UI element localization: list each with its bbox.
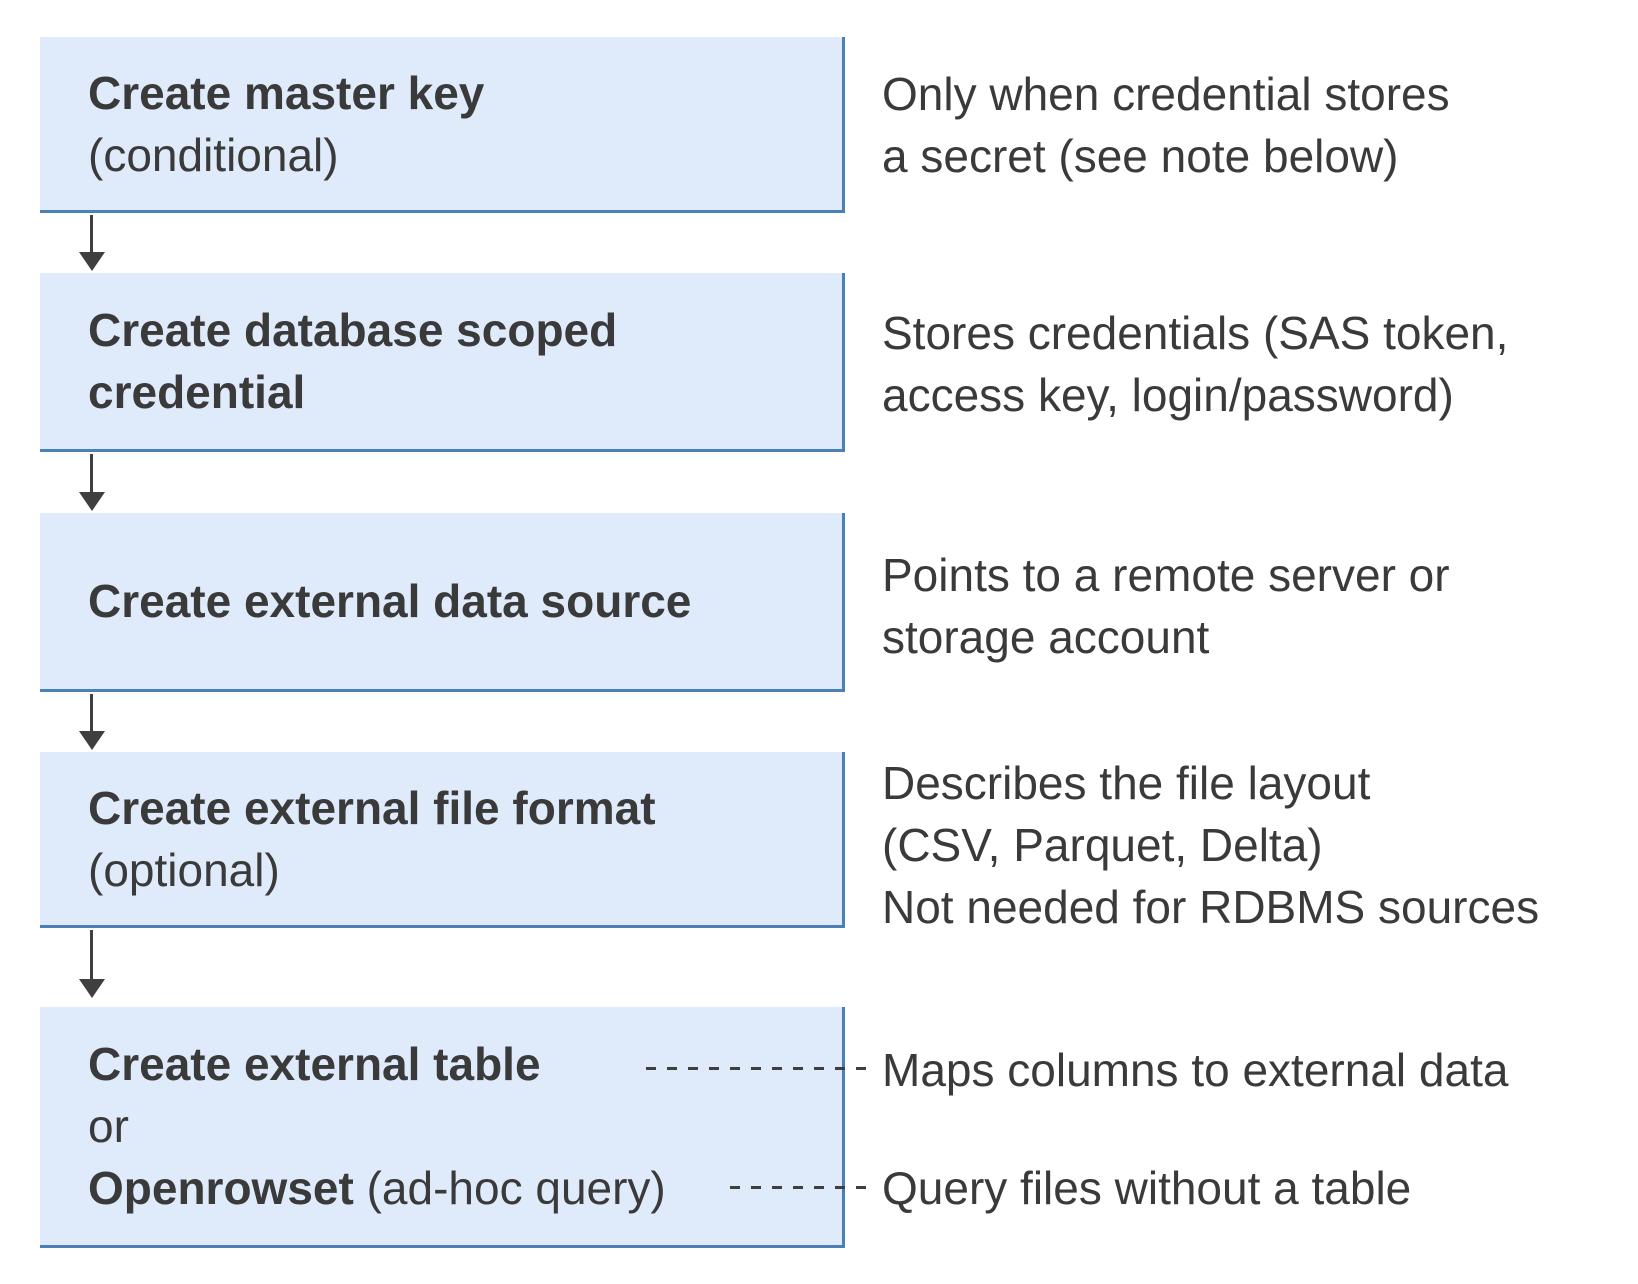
step-box-create-external-table-or-openrowset: Create external table or Openrowset (ad-…: [40, 1007, 845, 1248]
annotation-line: Points to a remote server or: [882, 549, 1450, 601]
step-title: Create external table: [88, 1038, 541, 1090]
dashed-connector-external-table: [646, 1067, 868, 1070]
arrow-stem: [90, 694, 93, 736]
annotation-external-data-source: Points to a remote server or storage acc…: [882, 544, 1450, 668]
step-alt-suffix: (ad-hoc query): [353, 1162, 666, 1214]
annotation-line: Describes the file layout: [882, 757, 1371, 809]
step-title: Create external file format: [88, 781, 656, 834]
annotation-master-key: Only when credential stores a secret (se…: [882, 63, 1450, 187]
annotation-database-scoped-credential: Stores credentials (SAS token, access ke…: [882, 302, 1508, 426]
step-box-create-external-file-format: Create external file format (optional): [40, 752, 845, 928]
annotation-line: Not needed for RDBMS sources: [882, 881, 1540, 933]
step-alt-title: Openrowset: [88, 1162, 354, 1214]
annotation-line: Only when credential stores: [882, 68, 1450, 120]
annotation-external-file-format: Describes the file layout (CSV, Parquet,…: [882, 752, 1539, 938]
step-box-create-database-scoped-credential: Create database scoped credential: [40, 273, 845, 452]
arrow-head: [79, 492, 105, 511]
step-conjunction: or: [88, 1100, 129, 1152]
arrow-stem: [90, 930, 93, 984]
annotation-external-table: Maps columns to external data: [882, 1039, 1508, 1101]
arrow-head: [79, 731, 105, 750]
down-arrow: [79, 215, 105, 271]
annotation-line: access key, login/password): [882, 369, 1454, 421]
annotation-line: Maps columns to external data: [882, 1044, 1509, 1096]
arrow-head: [79, 252, 105, 271]
annotation-line: a secret (see note below): [882, 130, 1399, 182]
step-title: Create database scoped credential: [88, 304, 618, 418]
step-subtitle: (conditional): [88, 128, 339, 181]
arrow-stem: [90, 215, 93, 257]
step-box-create-master-key: Create master key (conditional): [40, 37, 845, 213]
annotation-line: (CSV, Parquet, Delta): [882, 819, 1323, 871]
dashed-connector-openrowset: [730, 1186, 868, 1189]
annotation-line: storage account: [882, 611, 1210, 663]
step-alt-line: Openrowset (ad-hoc query): [88, 1157, 842, 1219]
step-title: Create master key: [88, 66, 485, 119]
annotation-line: Stores credentials (SAS token,: [882, 307, 1509, 359]
down-arrow: [79, 930, 105, 998]
step-box-create-external-data-source: Create external data source: [40, 513, 845, 692]
arrow-head: [79, 979, 105, 998]
step-subtitle: (optional): [88, 843, 280, 896]
down-arrow: [79, 454, 105, 511]
annotation-openrowset: Query files without a table: [882, 1157, 1411, 1219]
step-title: Create external data source: [88, 575, 692, 627]
down-arrow: [79, 694, 105, 750]
arrow-stem: [90, 454, 93, 497]
annotation-line: Query files without a table: [882, 1162, 1412, 1214]
